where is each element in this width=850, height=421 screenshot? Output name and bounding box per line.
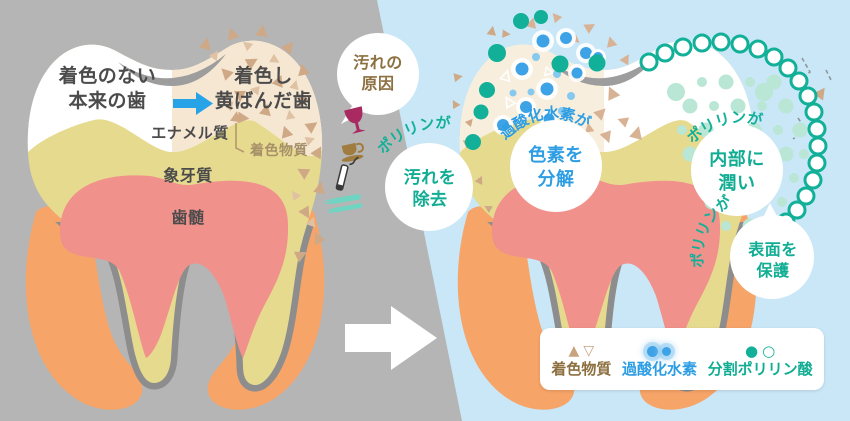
left-tooth	[26, 23, 327, 410]
protect-bubble-shape	[730, 215, 814, 299]
peroxide-particles	[493, 28, 606, 135]
polyphosphate-circle-icon: ● ○	[745, 341, 776, 360]
stained-tooth-label: 着色し 黄ばんだ歯	[214, 65, 313, 113]
remove-bubble-label: 汚れを 除去	[403, 168, 457, 211]
wine-glass-icon	[344, 106, 366, 134]
cigarette-icon	[335, 156, 359, 191]
pulp-label: 歯髄	[171, 208, 205, 227]
legend-polyphosphate-label: 分割ポリリン酸	[707, 360, 813, 378]
stain-substance-label: 着色物質	[250, 143, 308, 159]
legend: ▲ ▽ 着色物質 過酸化水素 ● ○ 分割ポリリン酸	[540, 328, 824, 390]
stain-triangle-icon: ▲ ▽	[568, 343, 595, 359]
legend-item-peroxide: 過酸化水素	[622, 341, 697, 377]
remove-bubble-shape	[385, 143, 473, 231]
decompose-bubble-shape	[510, 120, 602, 212]
dentin-label: 象牙質	[163, 166, 213, 185]
healthy-tooth-label: 着色のない 本来の歯	[58, 65, 157, 113]
stain-cause-callout	[325, 33, 419, 214]
before-after-small-arrow-icon	[173, 92, 213, 115]
protect-bubble-label: 表面を 保護	[748, 240, 798, 281]
moisturize-bubble-shape	[691, 124, 783, 216]
transition-arrow-icon	[345, 306, 437, 370]
peroxide-dot-icon	[647, 341, 672, 361]
decompose-bubble-label: 色素を 分解	[528, 145, 584, 190]
legend-peroxide-label: 過酸化水素	[621, 360, 697, 378]
moisturize-bubble-label: 内部に 潤い	[709, 149, 765, 194]
cause-bubble-shape	[337, 33, 419, 115]
cutlery-icon	[325, 194, 363, 214]
legend-stain-label: 着色物質	[551, 360, 612, 378]
legend-item-stain: ▲ ▽ 着色物質	[551, 341, 611, 377]
stain-substance-pointer	[230, 110, 245, 153]
stain-cause-bubble-label: 汚れの 原因	[353, 53, 403, 94]
legend-item-polyphosphate: ● ○ 分割ポリリン酸	[708, 341, 813, 377]
coffee-cup-icon	[341, 142, 364, 162]
enamel-label: エナメル質	[151, 124, 229, 142]
